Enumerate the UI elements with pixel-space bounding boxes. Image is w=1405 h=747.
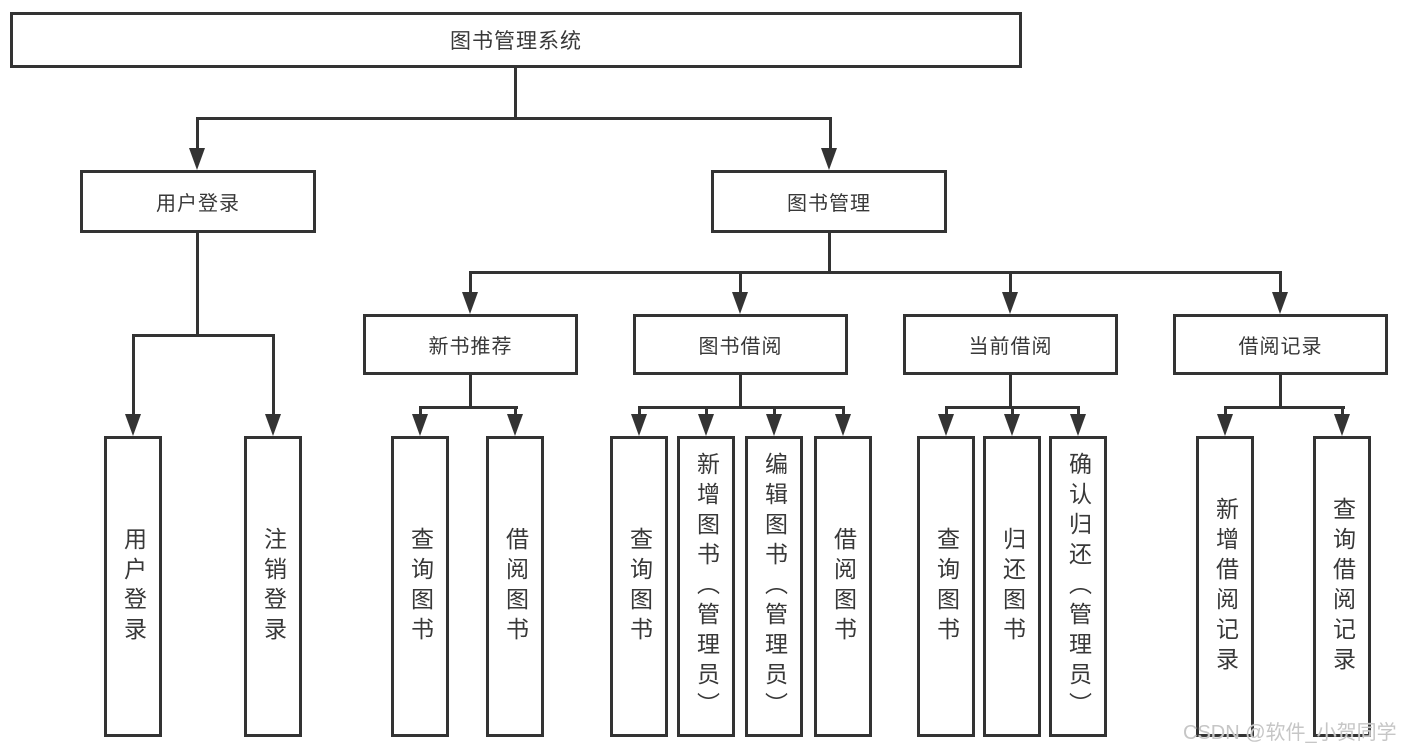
- node-root-system: 图书管理系统: [10, 12, 1022, 68]
- node-book-borrowing: 图书借阅: [633, 314, 848, 375]
- arrow-down-icon: [835, 414, 851, 436]
- connector-line: [469, 271, 1282, 274]
- connector-line: [1224, 406, 1227, 418]
- node-label: 借阅记录: [1238, 336, 1323, 358]
- leaf-query-books-current: 查询图书: [917, 436, 975, 737]
- connector-line: [1009, 374, 1012, 408]
- connector-line: [196, 117, 832, 120]
- connector-line: [828, 231, 831, 273]
- leaf-borrow-books-newrec: 借阅图书: [486, 436, 544, 737]
- node-label: 归还图书: [999, 526, 1026, 647]
- connector-line: [272, 334, 275, 416]
- node-label: 注销登录: [260, 526, 287, 647]
- arrow-down-icon: [1272, 292, 1288, 314]
- connector-line: [1011, 406, 1014, 418]
- connector-line: [739, 271, 742, 295]
- connector-line: [1009, 271, 1012, 295]
- connector-line: [132, 334, 275, 337]
- connector-line: [1341, 406, 1344, 418]
- connector-line: [132, 334, 135, 416]
- node-label: 图书借阅: [698, 336, 783, 358]
- node-label: 图书管理系统: [450, 30, 582, 53]
- arrow-down-icon: [821, 148, 837, 170]
- node-current-borrowing: 当前借阅: [903, 314, 1118, 375]
- arrow-down-icon: [125, 414, 141, 436]
- connector-line: [469, 271, 472, 295]
- connector-line: [514, 406, 517, 418]
- leaf-query-borrow-record: 查询借阅记录: [1313, 436, 1371, 737]
- connector-line: [773, 406, 776, 418]
- leaf-add-books-admin: 新增图书（管理员）: [677, 436, 735, 737]
- connector-line: [829, 117, 832, 153]
- connector-line: [1224, 406, 1345, 409]
- arrow-down-icon: [766, 414, 782, 436]
- leaf-user-login: 用户登录: [104, 436, 162, 737]
- node-label: 新增借阅记录: [1212, 496, 1239, 677]
- connector-line: [739, 374, 742, 408]
- connector-line: [196, 231, 199, 336]
- connector-line: [514, 67, 517, 119]
- csdn-watermark: CSDN @软件_小贺同学: [1183, 722, 1397, 744]
- arrow-down-icon: [462, 292, 478, 314]
- connector-line: [196, 117, 199, 153]
- node-label: 查询图书: [407, 526, 434, 647]
- node-borrow-records: 借阅记录: [1173, 314, 1388, 375]
- arrow-down-icon: [265, 414, 281, 436]
- node-label: 编辑图书（管理员）: [761, 451, 788, 722]
- node-label: 查询图书: [933, 526, 960, 647]
- node-label: 新书推荐: [428, 336, 513, 358]
- leaf-query-books-newrec: 查询图书: [391, 436, 449, 737]
- connector-line: [945, 406, 948, 418]
- node-book-management: 图书管理: [711, 170, 947, 233]
- connector-line: [419, 406, 422, 418]
- leaf-borrow-books: 借阅图书: [814, 436, 872, 737]
- node-label: 用户登录: [156, 193, 240, 215]
- arrow-down-icon: [507, 414, 523, 436]
- node-label: 借阅图书: [502, 526, 529, 647]
- connector-line: [1279, 374, 1282, 408]
- node-label: 当前借阅: [968, 336, 1053, 358]
- arrow-down-icon: [189, 148, 205, 170]
- arrow-down-icon: [1070, 414, 1086, 436]
- connector-line: [419, 406, 518, 409]
- node-user-login: 用户登录: [80, 170, 316, 233]
- leaf-confirm-return-admin: 确认归还（管理员）: [1049, 436, 1107, 737]
- arrow-down-icon: [698, 414, 714, 436]
- arrow-down-icon: [938, 414, 954, 436]
- node-label: 查询图书: [626, 526, 653, 647]
- arrow-down-icon: [1334, 414, 1350, 436]
- node-label: 借阅图书: [830, 526, 857, 647]
- arrow-down-icon: [1004, 414, 1020, 436]
- node-new-book-recommend: 新书推荐: [363, 314, 578, 375]
- connector-line: [1279, 271, 1282, 295]
- node-label: 用户登录: [120, 526, 147, 647]
- node-label: 查询借阅记录: [1329, 496, 1356, 677]
- node-label: 图书管理: [787, 193, 871, 215]
- leaf-return-books: 归还图书: [983, 436, 1041, 737]
- leaf-edit-books-admin: 编辑图书（管理员）: [745, 436, 803, 737]
- arrow-down-icon: [1217, 414, 1233, 436]
- node-label: 新增图书（管理员）: [693, 451, 720, 722]
- arrow-down-icon: [631, 414, 647, 436]
- connector-line: [842, 406, 845, 418]
- arrow-down-icon: [1002, 292, 1018, 314]
- arrow-down-icon: [732, 292, 748, 314]
- connector-line: [1077, 406, 1080, 418]
- node-label: 确认归还（管理员）: [1065, 451, 1092, 722]
- leaf-logout: 注销登录: [244, 436, 302, 737]
- leaf-add-borrow-record: 新增借阅记录: [1196, 436, 1254, 737]
- leaf-query-books-borrowing: 查询图书: [610, 436, 668, 737]
- connector-line: [638, 406, 845, 409]
- connector-line: [638, 406, 641, 418]
- arrow-down-icon: [412, 414, 428, 436]
- connector-line: [469, 374, 472, 408]
- connector-line: [705, 406, 708, 418]
